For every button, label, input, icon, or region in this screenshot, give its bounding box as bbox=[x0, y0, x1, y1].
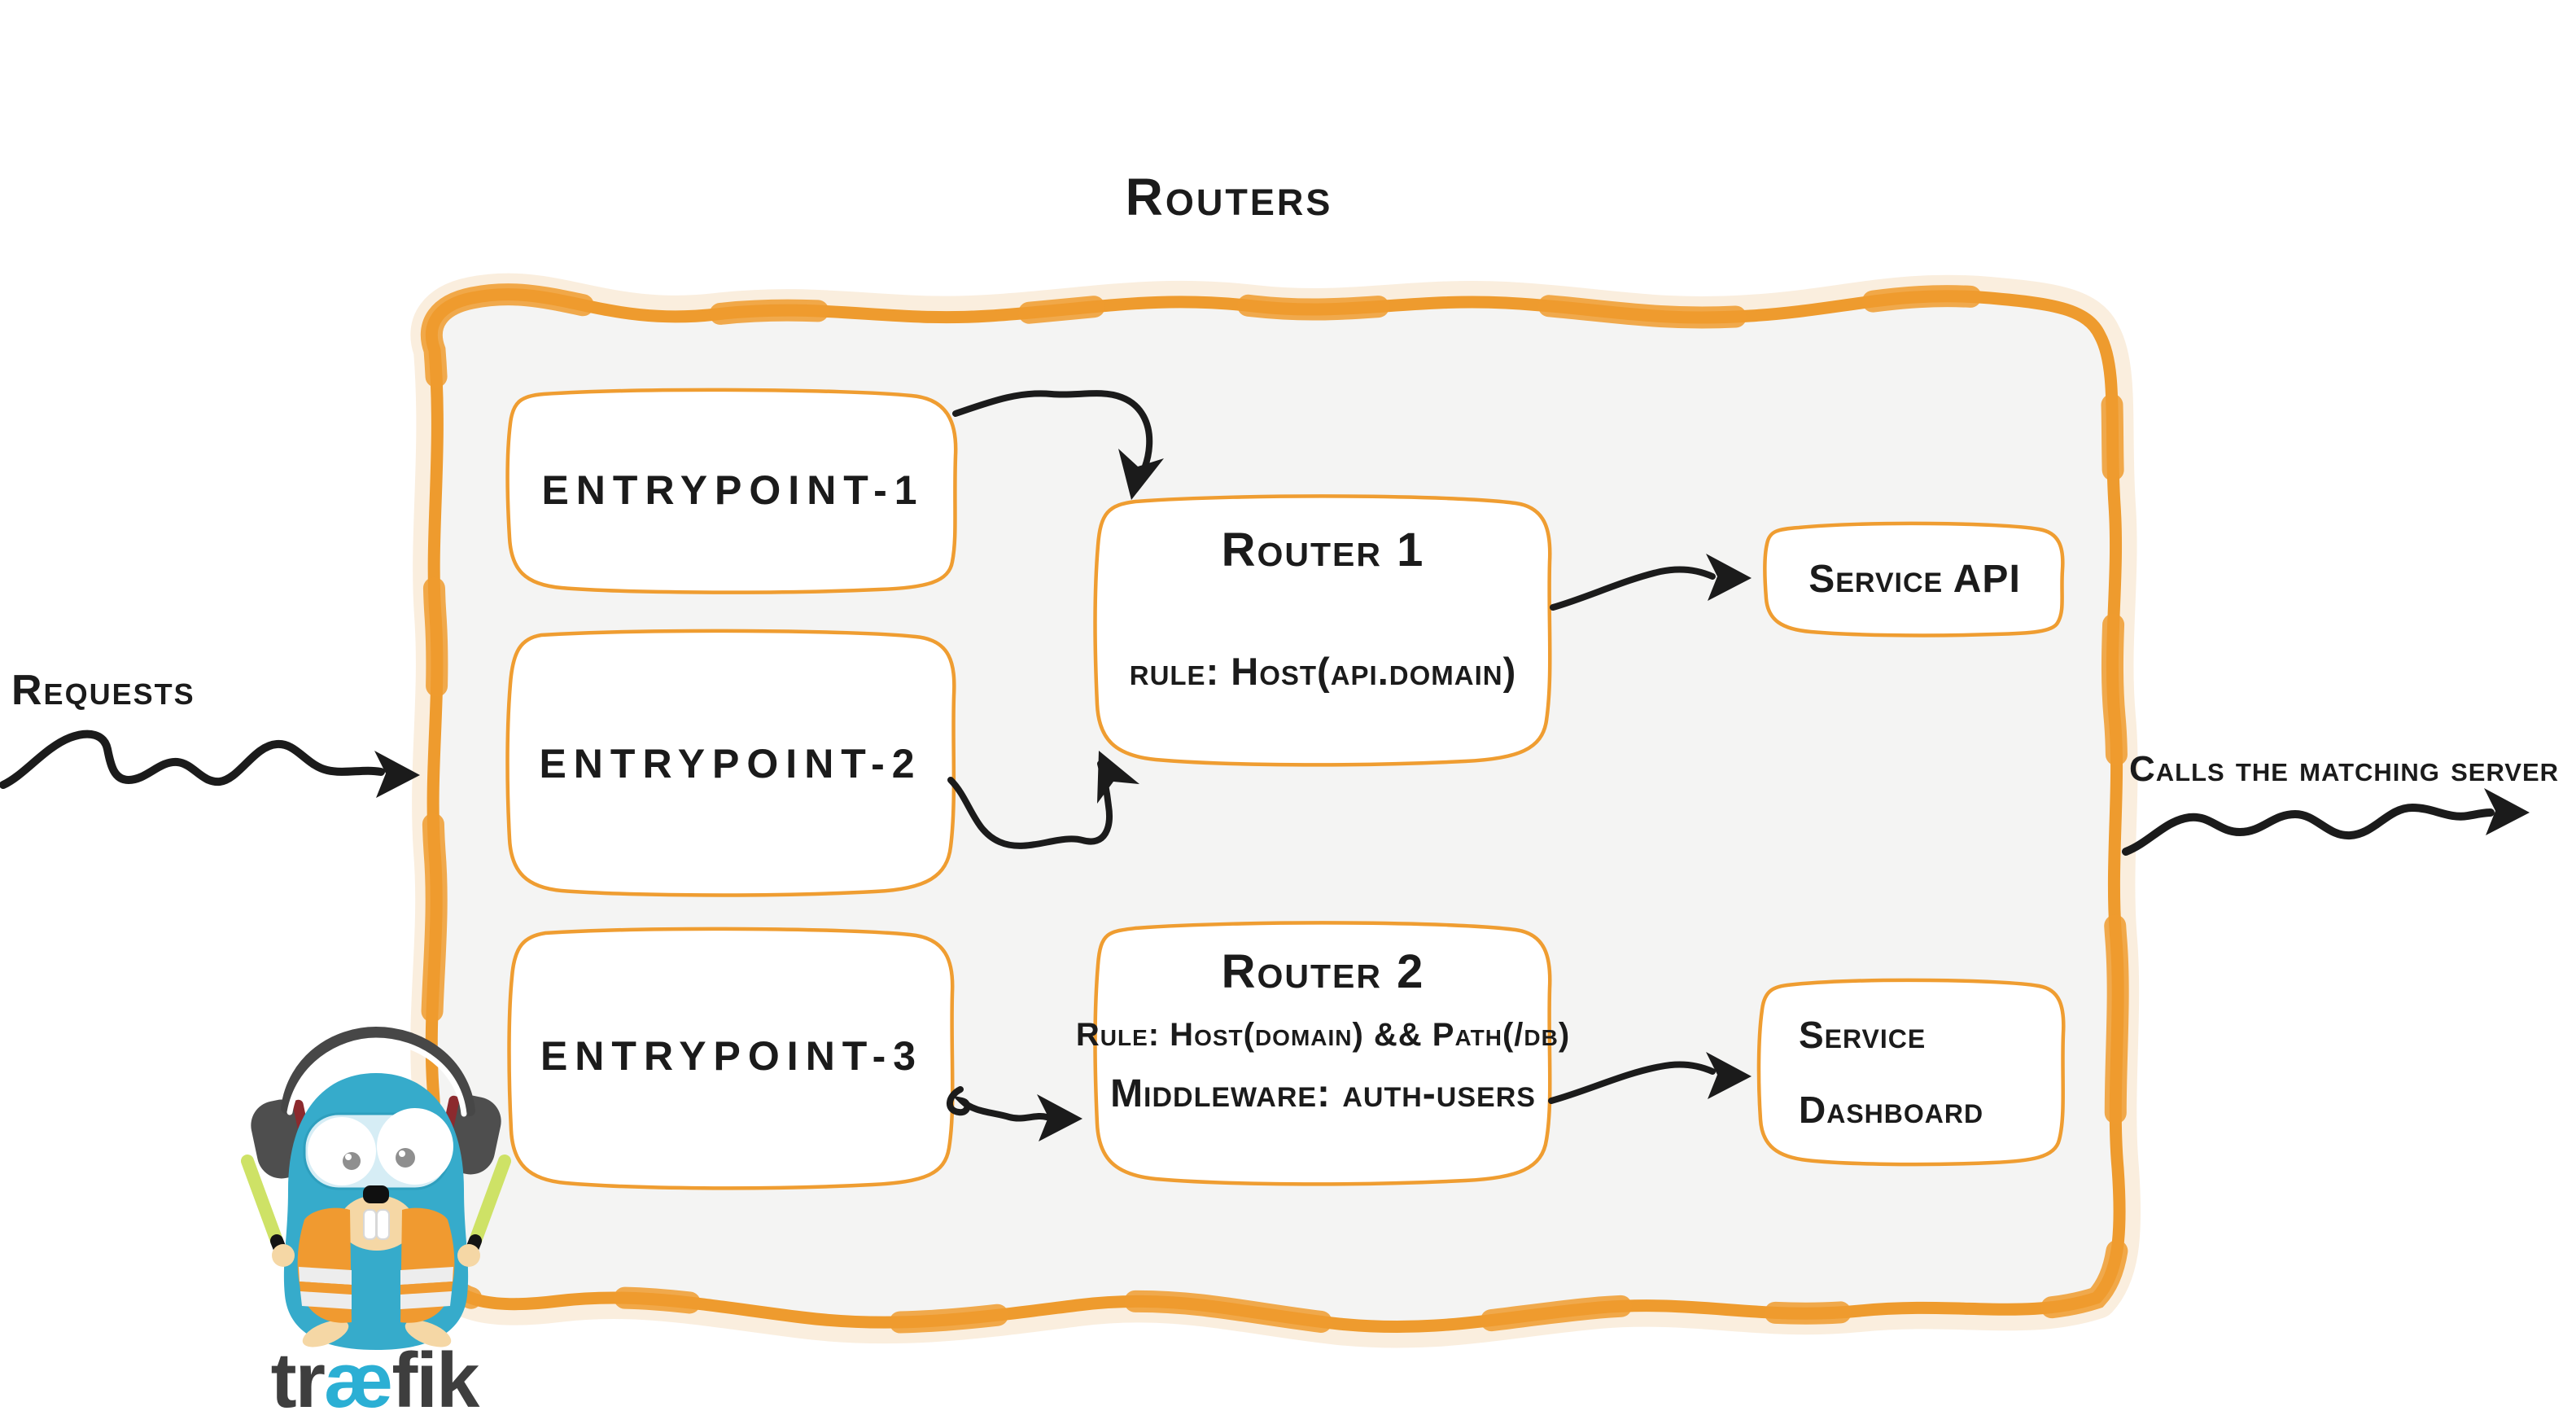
wordmark-prefix: tr bbox=[270, 1337, 326, 1424]
router1-serviceapi-arrow-head bbox=[1706, 554, 1752, 601]
entrypoint-1-box bbox=[505, 388, 958, 594]
router1-serviceapi-arrow-line bbox=[1550, 566, 1716, 611]
router-1-content: Router 1 rule: Host(api.domain) bbox=[1096, 497, 1550, 765]
gopher-eye-right bbox=[377, 1108, 453, 1185]
entrypoint3-router2-arrow-line bbox=[947, 1086, 1050, 1122]
entrypoint3-router2-arrow-head bbox=[1037, 1094, 1082, 1141]
entrypoint-3-box bbox=[507, 927, 955, 1190]
diagram-title: Routers bbox=[1125, 168, 1333, 226]
entrypoint1-router1-arrow-head bbox=[1118, 449, 1164, 500]
entrypoint-2-box bbox=[505, 629, 956, 897]
requests-label: Requests bbox=[11, 667, 195, 714]
service-dashboard-label: Service Dashboard bbox=[1799, 1013, 1984, 1131]
traefik-gopher-logo bbox=[241, 1026, 511, 1350]
router-1-rule: rule: Host(api.domain) bbox=[1129, 650, 1517, 693]
router2-dashboard-arrow-head bbox=[1706, 1052, 1752, 1099]
gopher-tooth-right bbox=[376, 1209, 390, 1240]
requests-arrow-line bbox=[0, 730, 385, 789]
service-dashboard-label-box: Service Dashboard bbox=[1760, 979, 2065, 1164]
entrypoint1-router1-arrow-line bbox=[952, 390, 1153, 490]
wordmark-suffix: fik bbox=[391, 1337, 479, 1424]
entrypoint2-router1-arrow-line bbox=[947, 760, 1113, 849]
eye-highlight-left bbox=[345, 1154, 352, 1160]
gopher-nose bbox=[363, 1185, 389, 1203]
gopher-foot-right bbox=[405, 1320, 452, 1347]
router-2-title: Router 2 bbox=[1221, 945, 1425, 998]
router-2-box bbox=[1093, 921, 1552, 1186]
entrypoint-2-label: ENTRYPOINT-2 bbox=[539, 740, 922, 786]
gopher-pupil-left bbox=[343, 1152, 361, 1170]
service-api-box bbox=[1763, 521, 2065, 638]
gopher-hand-right bbox=[457, 1244, 480, 1267]
calls-arrow-head bbox=[2484, 788, 2530, 835]
gopher-eye-left bbox=[308, 1117, 376, 1185]
eye-highlight-right bbox=[399, 1150, 405, 1157]
entrypoint-2-label-box: ENTRYPOINT-2 bbox=[507, 631, 954, 896]
gopher-pupil-right bbox=[396, 1148, 415, 1168]
entrypoint-3-label: ENTRYPOINT-3 bbox=[540, 1032, 924, 1079]
requests-arrow-head bbox=[374, 751, 420, 798]
entrypoint-1-label: ENTRYPOINT-1 bbox=[541, 467, 925, 513]
entrypoint2-router1-arrow-head bbox=[1097, 751, 1139, 804]
gopher-foot-left bbox=[302, 1320, 349, 1347]
service-api-label-box: Service API bbox=[1765, 523, 2065, 635]
router-1-box bbox=[1093, 494, 1552, 767]
entrypoint-1-label-box: ENTRYPOINT-1 bbox=[510, 391, 956, 589]
router-1-title: Router 1 bbox=[1221, 524, 1425, 576]
entrypoint-3-label-box: ENTRYPOINT-3 bbox=[510, 928, 953, 1183]
router-2-middleware: Middleware: auth-users bbox=[1110, 1072, 1536, 1115]
safety-vest bbox=[297, 1207, 455, 1323]
calls-arrow-line bbox=[2122, 803, 2495, 856]
service-dashboard-box bbox=[1756, 978, 2066, 1167]
wordmark-ae-ligature: æ bbox=[323, 1337, 393, 1424]
gopher-tooth-left bbox=[363, 1209, 377, 1240]
gopher-hand-left bbox=[272, 1244, 295, 1267]
router-2-rule: Rule: Host(domain) && Path(/db) bbox=[1075, 1017, 1571, 1053]
calls-the-matching-server-label: Calls the matching server bbox=[2129, 749, 2560, 789]
headphones-band bbox=[281, 1026, 475, 1117]
router-2-content: Router 2 Rule: Host(domain) && Path(/db)… bbox=[1076, 923, 1569, 1185]
traefik-wordmark: træfik bbox=[236, 1342, 513, 1420]
service-api-label: Service API bbox=[1808, 557, 2021, 601]
router2-dashboard-arrow-line bbox=[1548, 1061, 1716, 1104]
